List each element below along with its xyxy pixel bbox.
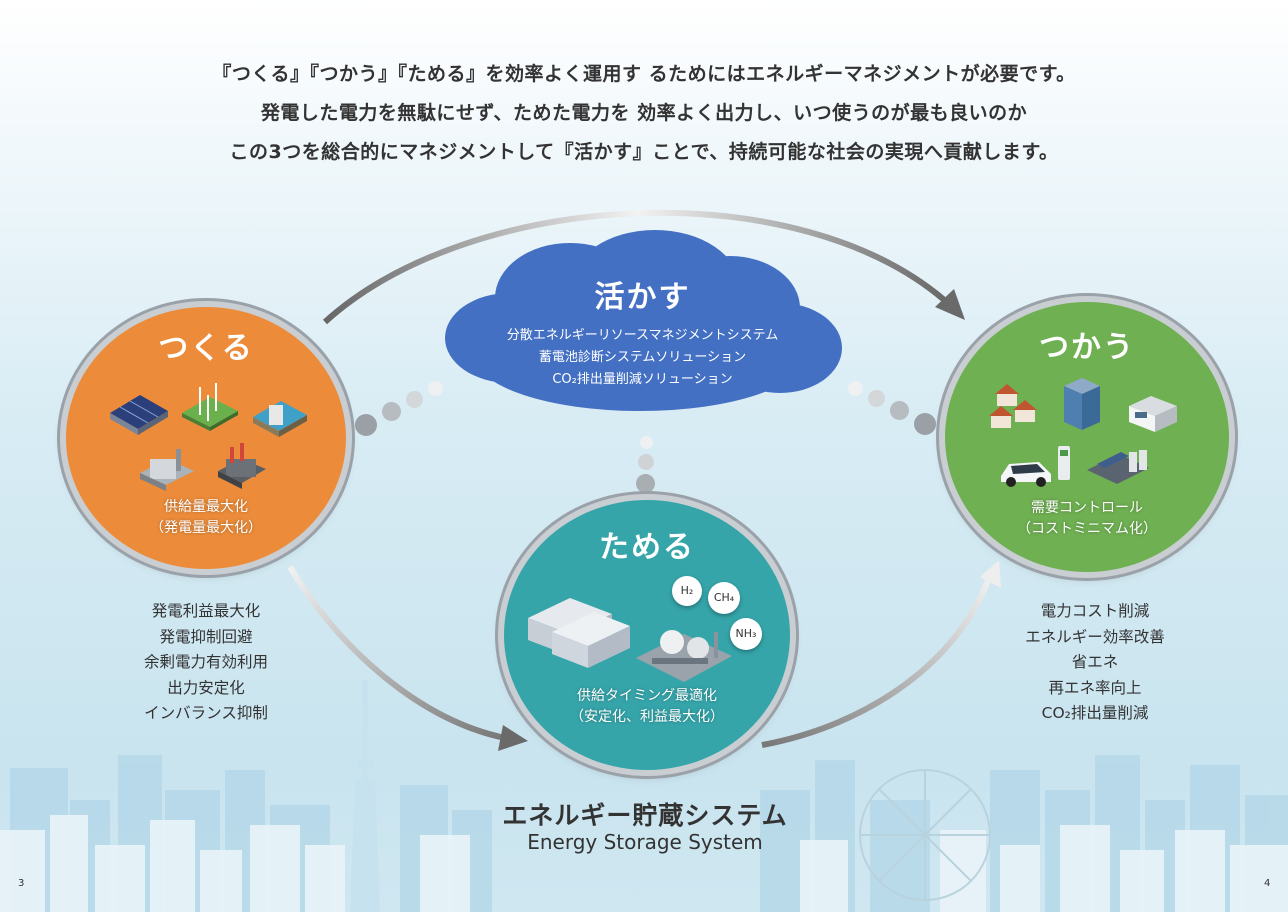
intro-line-2: 発電した電力を無駄にせず、ためた電力を 効率よく出力し、いつ使うのが最も良いのか	[260, 102, 1028, 124]
tsukau-circle: つかう 需要コントロール （コストミニマム化）	[945, 302, 1229, 572]
ikasu-line: 分散エネルギーリソースマネジメントシステム	[506, 328, 779, 343]
tameru-sub1: 供給タイミング最適化	[577, 688, 717, 704]
connector-dot	[406, 391, 423, 408]
ikasu-line: CO₂排出量削減ソリューション	[552, 372, 733, 387]
page-number-left: 3	[18, 878, 25, 889]
left-arrow-head	[498, 725, 528, 751]
left-arrow	[287, 565, 506, 741]
wind-turbine-icon	[182, 383, 238, 431]
tameru-title: ためる	[599, 530, 695, 565]
charging-station-icon	[1087, 450, 1149, 484]
system-subtitle: Energy Storage System	[527, 830, 763, 854]
top-arrow-head	[935, 289, 965, 320]
system-title: エネルギー貯蔵システム	[502, 801, 788, 830]
connector-dot	[382, 402, 401, 421]
ch4-label: CH₄	[713, 591, 735, 604]
intro-text: 『つくる』『つかう』『ためる』を効率よく運用す るためにはエネルギーマネジメント…	[0, 55, 1288, 172]
benefit-item: CO₂排出量削減	[1041, 704, 1149, 722]
h2-label: H₂	[680, 584, 694, 597]
ikasu-lines: 分散エネルギーリソースマネジメントシステム 蓄電池診断システムソリューション C…	[440, 325, 845, 391]
tameru-sub2: （安定化、利益最大化）	[570, 709, 724, 725]
tsukuru-circle: つくる 供給量最大化 （発電量最大化）	[66, 307, 346, 569]
ikasu-title: 活かす	[594, 280, 691, 315]
factory-icon	[218, 443, 266, 489]
ikasu-cloud	[445, 230, 842, 411]
connector-dot	[636, 474, 655, 493]
intro-line-1: 『つくる』『つかう』『ためる』を効率よく運用す るためにはエネルギーマネジメント…	[212, 63, 1076, 85]
gas-plant-icon	[636, 630, 732, 682]
tsukau-benefit-list: 電力コスト削減 エネルギー効率改善 省エネ 再エネ率向上 CO₂排出量削減	[975, 599, 1215, 727]
connector-dot	[868, 390, 885, 407]
connector-dot	[640, 436, 653, 449]
tsukau-sub2: （コストミニマム化）	[1017, 521, 1157, 537]
benefit-item: 発電利益最大化	[151, 602, 261, 620]
connector-dot	[428, 381, 443, 396]
tsukau-sub1: 需要コントロール	[1031, 500, 1143, 516]
benefit-item: 電力コスト削減	[1040, 602, 1150, 620]
connector-dot	[638, 454, 654, 470]
nh3-bubble: NH₃	[730, 618, 762, 650]
ch4-bubble: CH₄	[708, 582, 740, 614]
connector-dot	[914, 413, 936, 435]
solar-panel-icon	[110, 395, 168, 435]
page-number-right: 4	[1264, 878, 1271, 889]
connector-dot	[890, 401, 909, 420]
office-building-icon	[1064, 378, 1100, 430]
battery-container-icon	[528, 598, 630, 668]
right-arrow-head	[980, 560, 1001, 588]
houses-icon	[989, 384, 1037, 428]
benefit-item: 再エネ率向上	[1048, 678, 1142, 697]
top-arrow	[322, 209, 953, 325]
modern-house-icon	[1129, 396, 1177, 432]
electric-car-icon	[1001, 462, 1051, 487]
right-arrow	[761, 573, 993, 748]
nh3-label: NH₃	[735, 627, 757, 640]
benefit-item: 発電抑制回避	[159, 627, 253, 646]
tsukuru-sub2: （発電量最大化）	[150, 520, 262, 536]
tsukuru-sub1: 供給量最大化	[164, 499, 248, 515]
connector-dot	[848, 381, 863, 396]
tsukuru-benefit-list: 発電利益最大化 発電抑制回避 余剰電力有効利用 出力安定化 インバランス抑制	[96, 599, 316, 727]
tsukuru-title: つくる	[158, 331, 254, 366]
benefit-item: 出力安定化	[167, 678, 245, 697]
benefit-item: 省エネ	[1071, 653, 1119, 671]
intro-line-3: この3つを総合的にマネジメントして『活かす』ことで、持続可能な社会の実現へ貢献し…	[229, 141, 1059, 163]
connector-dot	[355, 414, 377, 436]
power-plant-icon	[140, 449, 194, 491]
h2-bubble: H₂	[672, 576, 702, 606]
benefit-item: インバランス抑制	[144, 704, 268, 722]
benefit-item: エネルギー効率改善	[1025, 627, 1165, 646]
tameru-circle: ためる H₂ CH₄ NH₃ 供給タイミング最適化 （安定化、利益最大化）	[504, 500, 790, 770]
benefit-item: 余剰電力有効利用	[143, 653, 268, 671]
hydro-dam-icon	[253, 401, 307, 437]
ikasu-line: 蓄電池診断システムソリューション	[538, 350, 747, 365]
tsukau-title: つかう	[1039, 330, 1135, 365]
ev-charger-icon	[1058, 446, 1070, 480]
